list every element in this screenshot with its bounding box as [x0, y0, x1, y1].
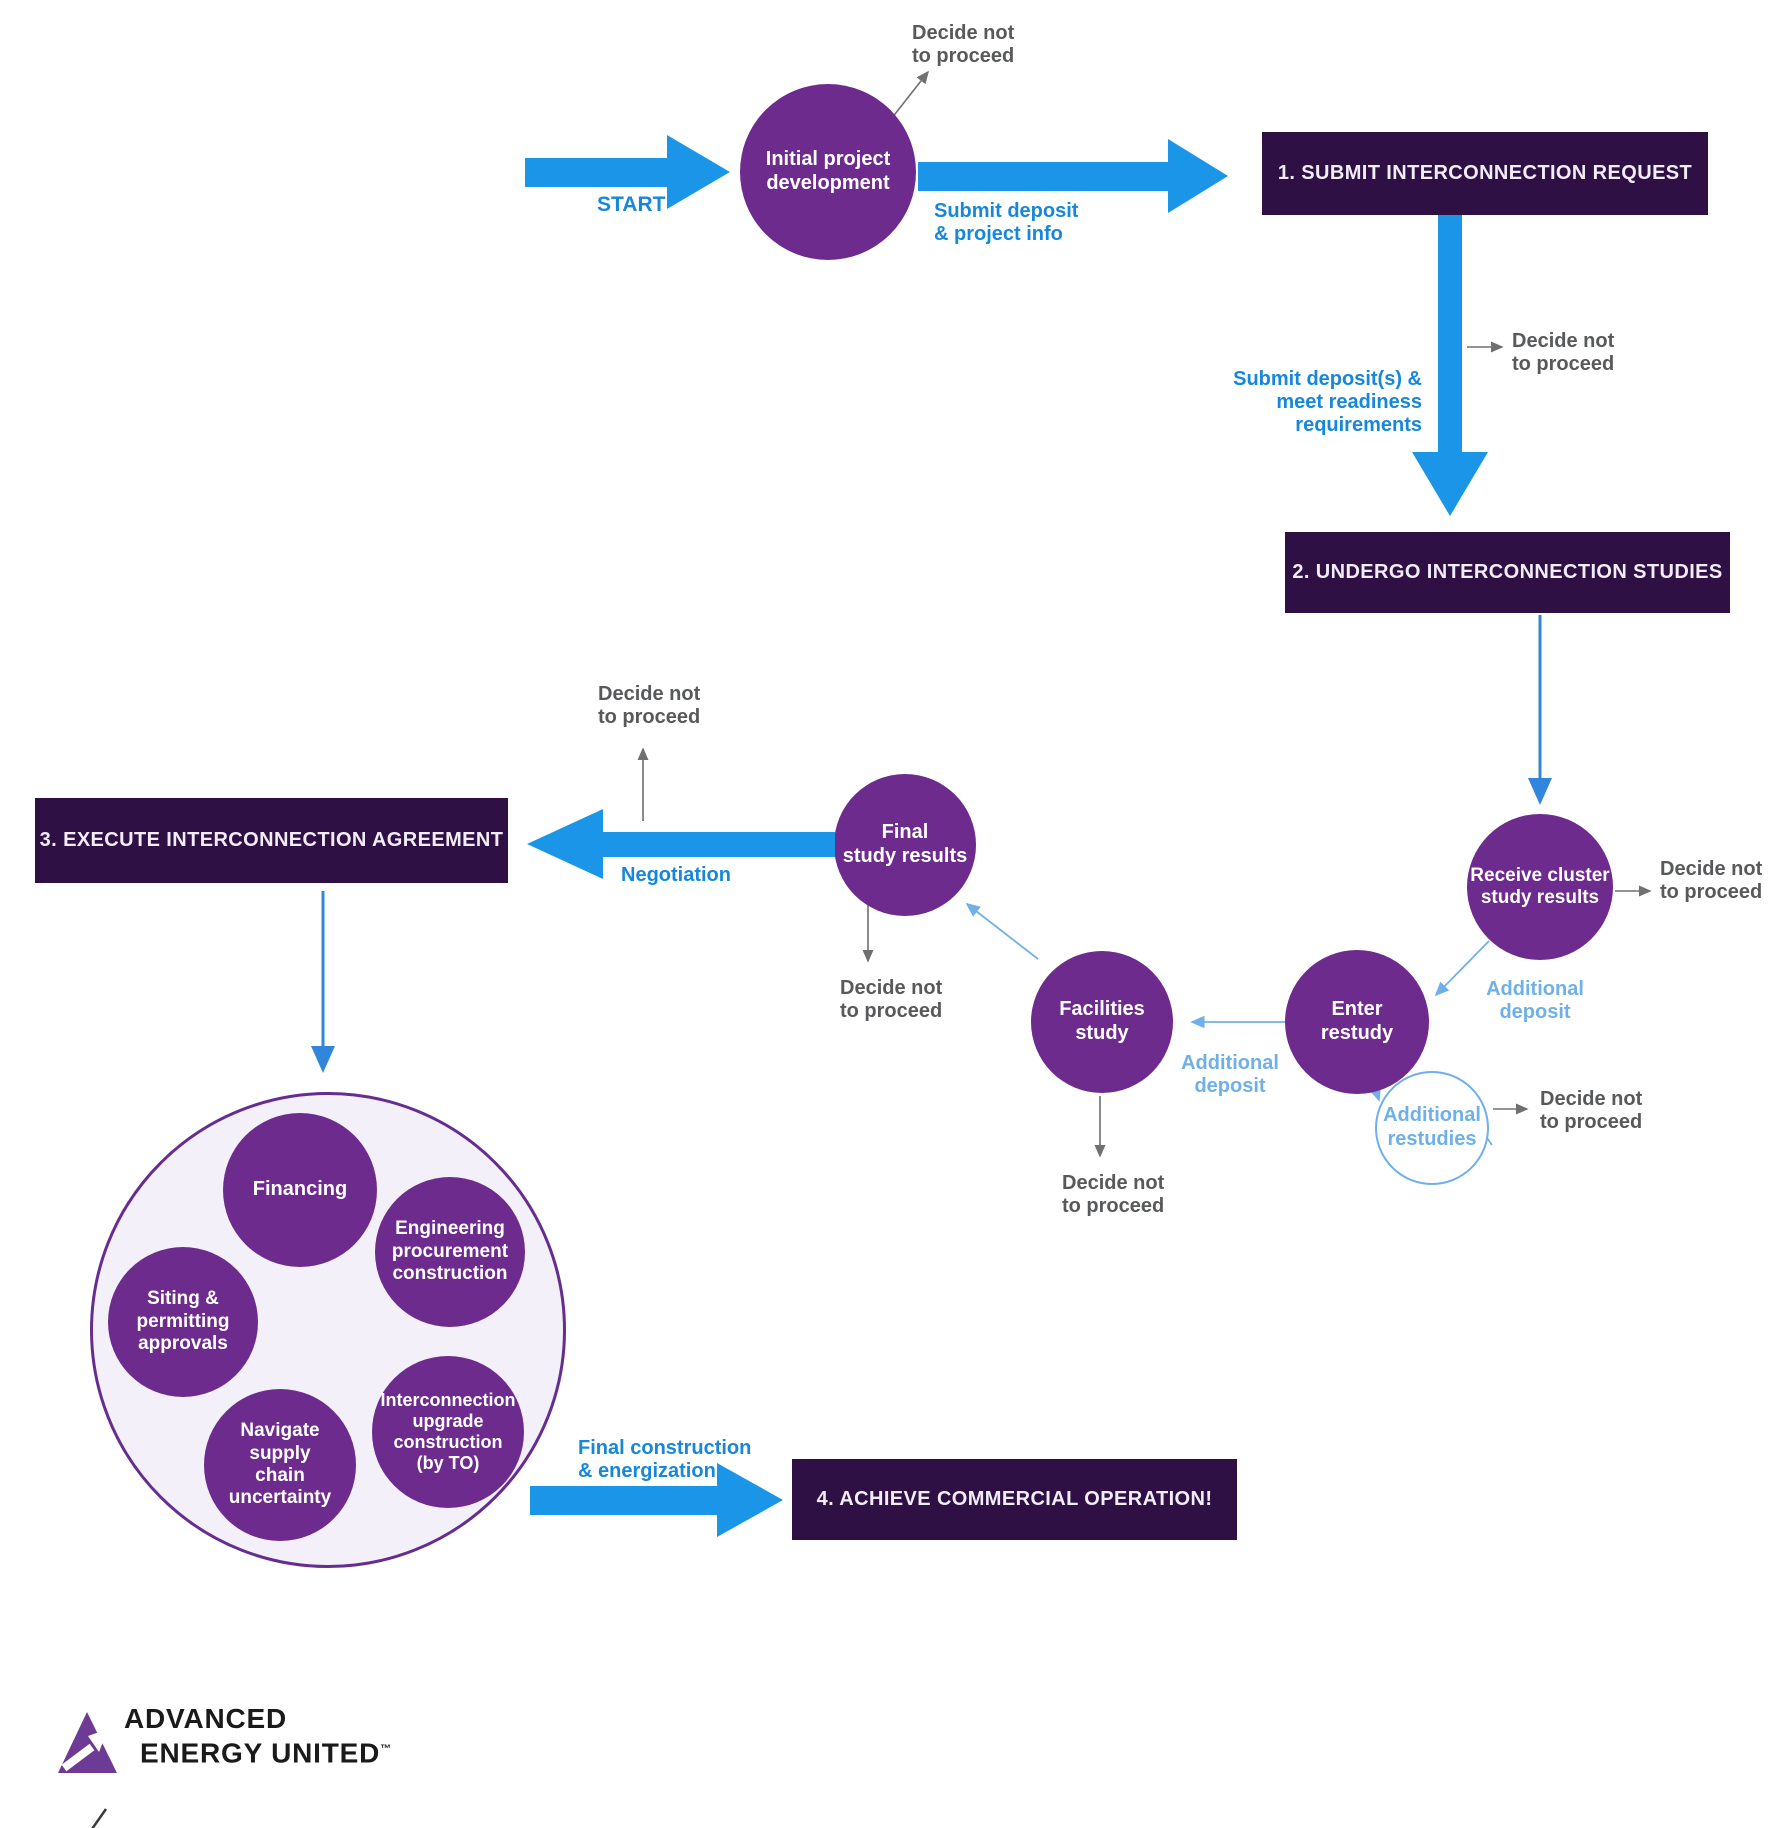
additional-deposit-label-1: Additional deposit	[1486, 978, 1584, 1023]
readiness-label: Submit deposit(s) & meet readiness requi…	[1233, 368, 1422, 436]
arrow-negotiation-head	[527, 809, 603, 879]
node-facilities-study: Facilities study	[1031, 951, 1173, 1093]
final-construction-label: Final construction & energization	[578, 1437, 752, 1482]
logo-line2-text: ENERGY UNITED	[140, 1737, 381, 1769]
start-arrow-head	[667, 135, 730, 209]
step2-box: 2. UNDERGO INTERCONNECTION STUDIES	[1285, 532, 1730, 613]
submit-deposit-info-label: Submit deposit & project info	[934, 200, 1079, 245]
step1-box: 1. SUBMIT INTERCONNECTION REQUEST	[1262, 132, 1708, 215]
node-interconnection-upgrade-construction: Interconnection upgrade construction (by…	[372, 1356, 524, 1508]
node-navigate-supply-chain: Navigate supply chain uncertainty	[204, 1389, 356, 1541]
decide-label-restudies: Decide not to proceed	[1540, 1088, 1643, 1133]
start-label: START	[597, 193, 666, 216]
logo-line1: ADVANCED	[124, 1703, 287, 1734]
node-final-study-results: Final study results	[834, 774, 976, 916]
node-additional-restudies-loop: Additional restudies	[1375, 1071, 1489, 1185]
advanced-energy-united-logo-icon	[58, 1712, 117, 1773]
cropped-graphic-line	[91, 1808, 108, 1828]
node-siting-permitting-approvals: Siting & permitting approvals	[108, 1247, 258, 1397]
step3-box: 3. EXECUTE INTERCONNECTION AGREEMENT	[35, 798, 508, 883]
start-arrow-shaft	[525, 158, 667, 187]
logo-triangle-icon	[58, 1712, 117, 1773]
arrow-to-step1-shaft	[918, 162, 1168, 191]
node-enter-restudy: Enter restudy	[1285, 950, 1429, 1094]
node-engineering-procurement-construction: Engineering procurement construction	[375, 1177, 525, 1327]
arrow-to-step4-shaft	[530, 1486, 717, 1515]
arrow-negotiation-shaft	[603, 832, 835, 857]
arrow-to-step1-head	[1168, 139, 1228, 213]
arrow-step1-step2-shaft	[1438, 215, 1462, 452]
decide-label-final-results: Decide not to proceed	[840, 977, 943, 1022]
negotiation-label: Negotiation	[621, 864, 731, 886]
additional-deposit-label-2: Additional deposit	[1181, 1052, 1279, 1097]
logo-line2: ENERGY UNITED™	[140, 1734, 391, 1768]
node-receive-cluster-study-results: Receive cluster study results	[1467, 814, 1613, 960]
logo-trademark: ™	[380, 1743, 392, 1755]
logo-arrow-line	[61, 1743, 95, 1772]
node-financing: Financing	[223, 1113, 377, 1267]
step4-box: 4. ACHIEVE COMMERCIAL OPERATION!	[792, 1459, 1237, 1540]
arrow-facilities-to-final	[965, 902, 1039, 960]
decide-label-initial: Decide not to proceed	[912, 22, 1015, 67]
arrow-step1-step2-head	[1412, 452, 1488, 516]
decide-label-negotiation: Decide not to proceed	[598, 683, 701, 728]
decide-label-facilities: Decide not to proceed	[1062, 1172, 1165, 1217]
arrow-to-step4-head	[717, 1463, 783, 1537]
logo-arrow-head	[88, 1729, 108, 1752]
decide-label-cluster: Decide not to proceed	[1660, 858, 1763, 903]
decide-label-step1: Decide not to proceed	[1512, 330, 1615, 375]
node-initial-project-development: Initial project development	[740, 84, 916, 260]
